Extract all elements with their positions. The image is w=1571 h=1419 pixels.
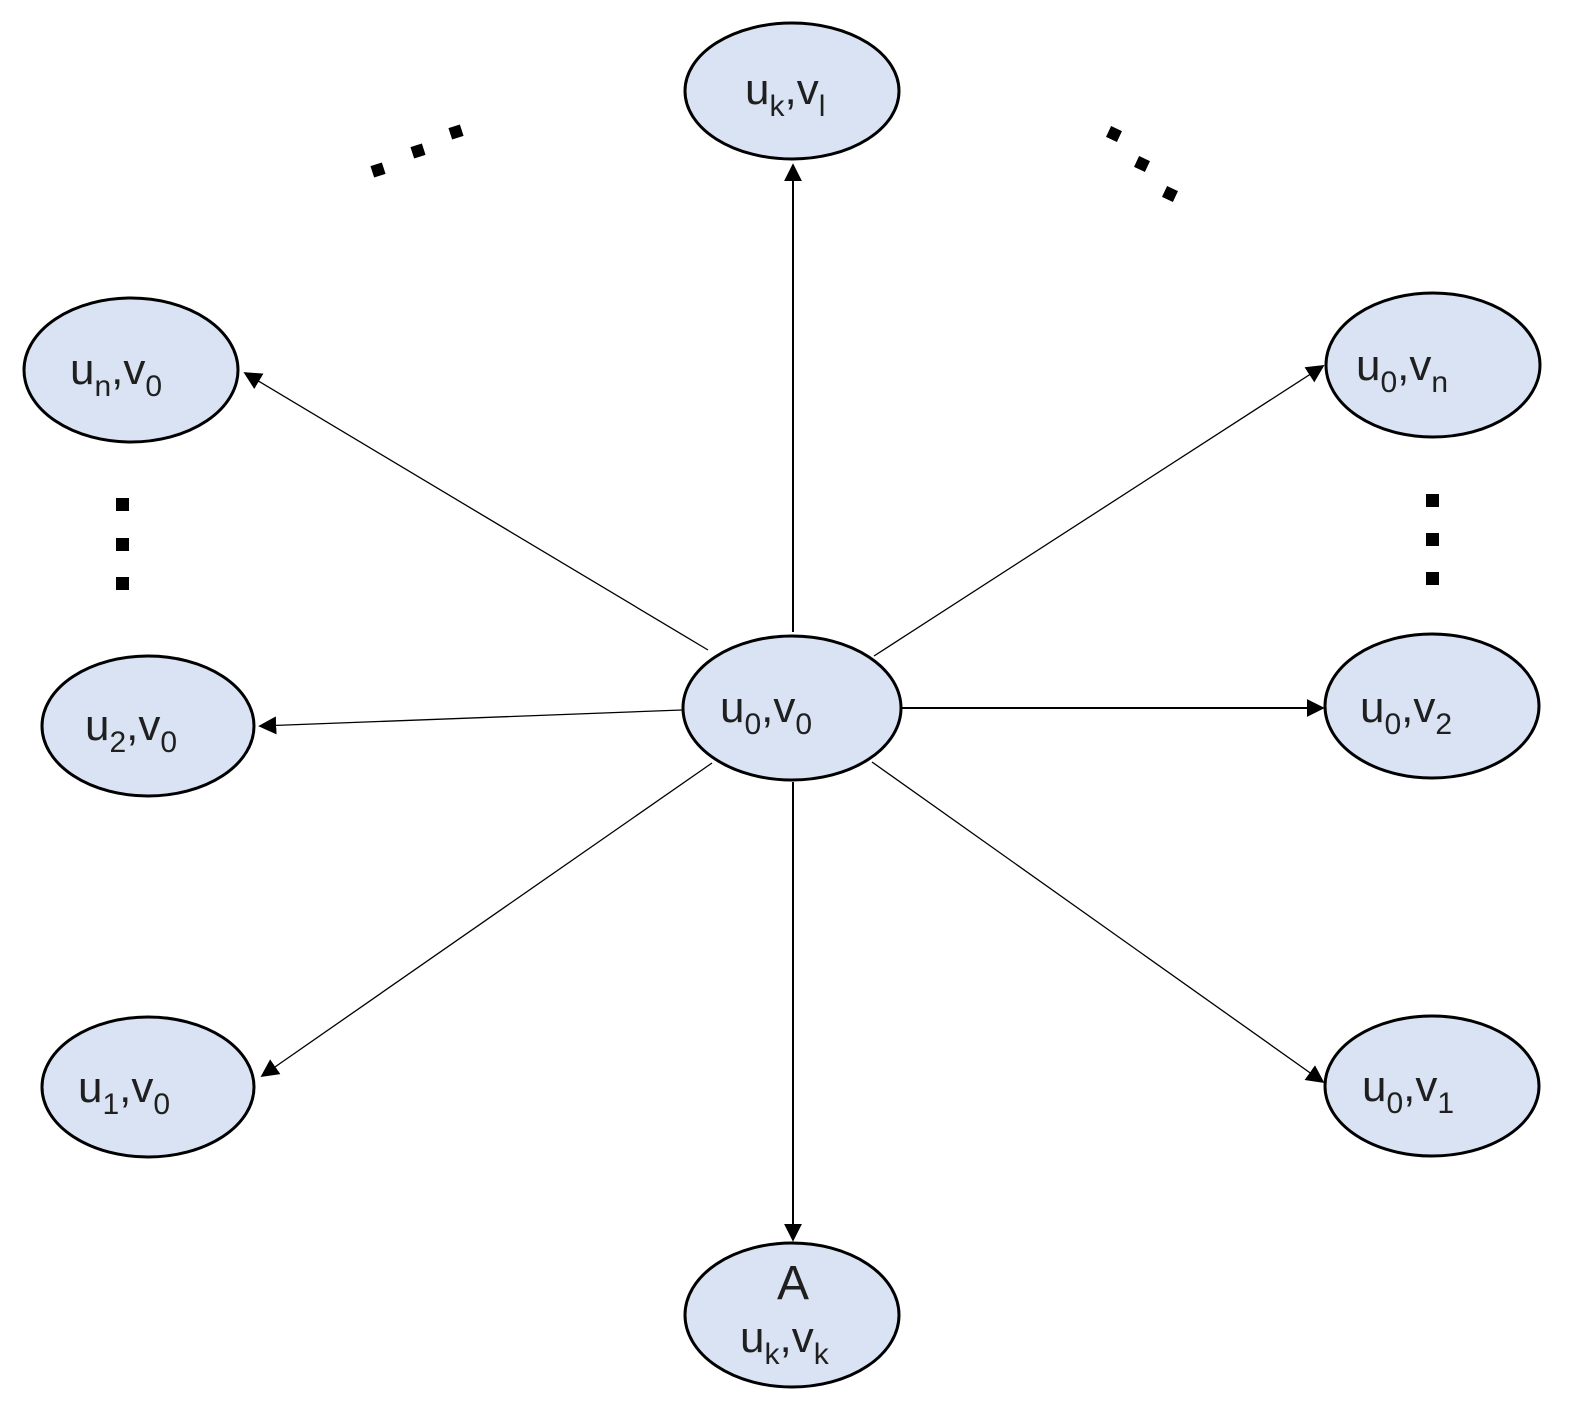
ellipsis-right [1426, 494, 1439, 585]
ellipsis-left [116, 498, 129, 590]
svg-text:u0,v2: u0,v2 [1360, 683, 1452, 741]
edge-center-to-left-n [243, 372, 709, 651]
node-right-1: u0,v1 [1323, 1014, 1541, 1158]
node-right-2: u0,v2 [1323, 632, 1541, 780]
svg-text:u0,v1: u0,v1 [1362, 1062, 1454, 1120]
ellipsis-top-left [370, 124, 464, 178]
node-bottom: A uk,vk [683, 1241, 901, 1389]
node-left-1: u1,v0 [40, 1015, 256, 1159]
edge-center-to-right-n [873, 365, 1325, 657]
edge-center-to-right-1 [871, 761, 1325, 1084]
svg-text:u2,v0: u2,v0 [85, 701, 177, 759]
svg-text:uk,vl: uk,vl [745, 65, 825, 123]
svg-text:un,v0: un,v0 [70, 345, 162, 403]
edge-center-to-left-1 [260, 762, 713, 1078]
node-bottom-top-text: A [777, 1257, 809, 1310]
node-right-n: u0,vn [1324, 291, 1542, 439]
svg-text:u0,vn: u0,vn [1356, 341, 1448, 399]
node-top: uk,vl [683, 21, 901, 161]
svg-text:u0,v0: u0,v0 [720, 683, 812, 741]
node-left-2: u2,v0 [40, 654, 256, 798]
svg-text:uk,vk: uk,vk [740, 1313, 830, 1371]
edge-center-to-left-2 [258, 709, 683, 735]
ellipsis-top-right [1106, 126, 1178, 202]
node-center: u0,v0 [681, 634, 903, 782]
svg-text:u1,v0: u1,v0 [78, 1063, 170, 1121]
node-left-n: un,v0 [22, 296, 240, 444]
